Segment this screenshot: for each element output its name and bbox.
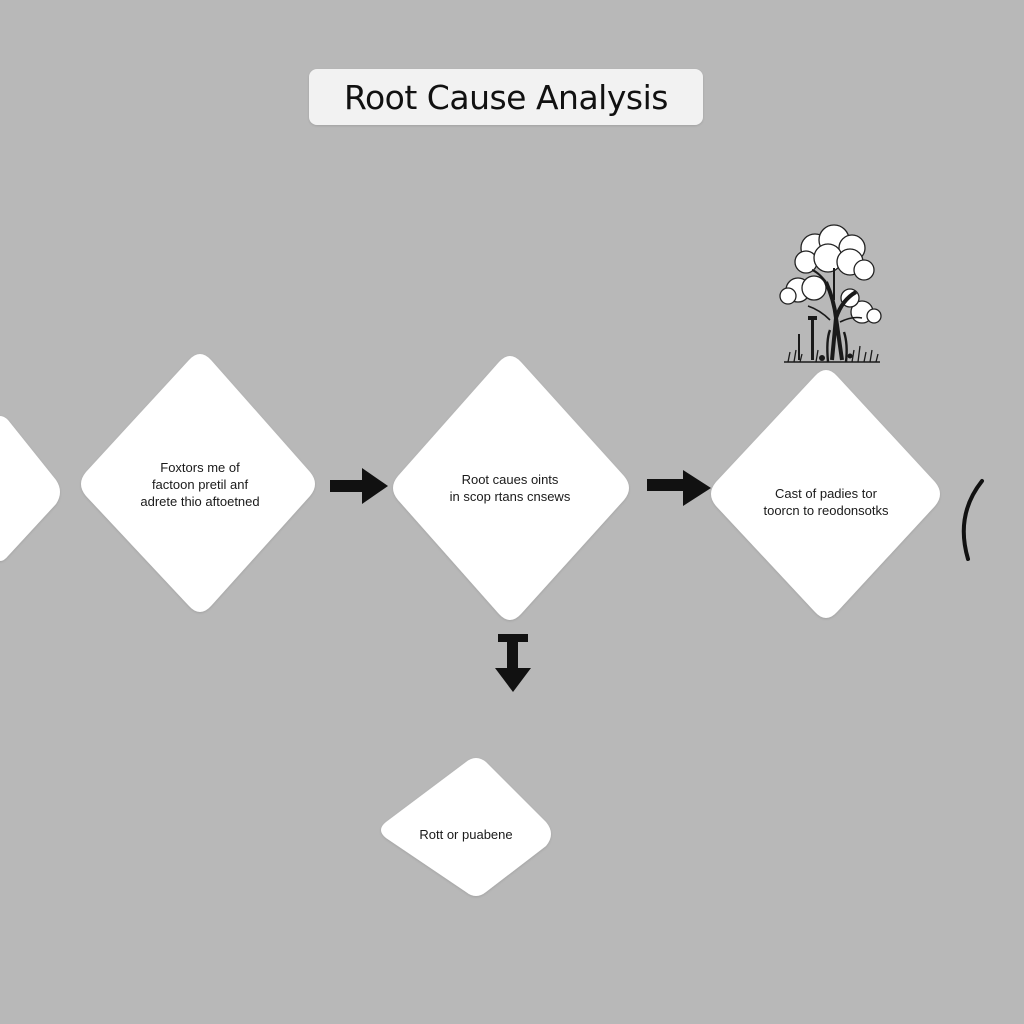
node-3-label: Cast of padies tor toorcn to reodonsotks [736,476,916,528]
arrow-down [495,634,531,692]
curved-bracket-right [961,479,984,561]
node-3-line-2: toorcn to reodonsotks [763,503,889,518]
diamond-node-1[interactable] [81,354,315,612]
partial-diamond-left [0,416,60,561]
node-1-line-3: adrete thio aftoetned [140,493,260,509]
node-3-line-1: Cast of padies tor [775,486,877,501]
node-2-line-2: in scop rtans cnsews [449,489,571,504]
node-4-line-1: Rott or puabene [419,826,513,842]
node-1-line-1: Foxtors me of [160,459,240,475]
node-1-line-2: factoon pretil anf [151,476,249,492]
tree-icon [779,224,882,363]
arrow-right-1 [330,468,388,504]
arrow-right-2 [647,470,711,506]
diamond-node-2[interactable] [393,356,629,620]
node-2-line-1: Root caues oints [461,472,559,487]
node-2-label: Root caues oints in scop rtans cnsews [420,462,600,514]
title-box: Root Cause Analysis [309,69,703,125]
node-1-label: Foxtors me of factoon pretil anf adrete … [110,446,290,522]
diamond-node-3[interactable] [711,370,940,618]
node-4-label: Rott or puabene [396,818,536,850]
diagram-title: Root Cause Analysis [344,77,668,117]
diamond-node-4[interactable] [381,758,551,896]
